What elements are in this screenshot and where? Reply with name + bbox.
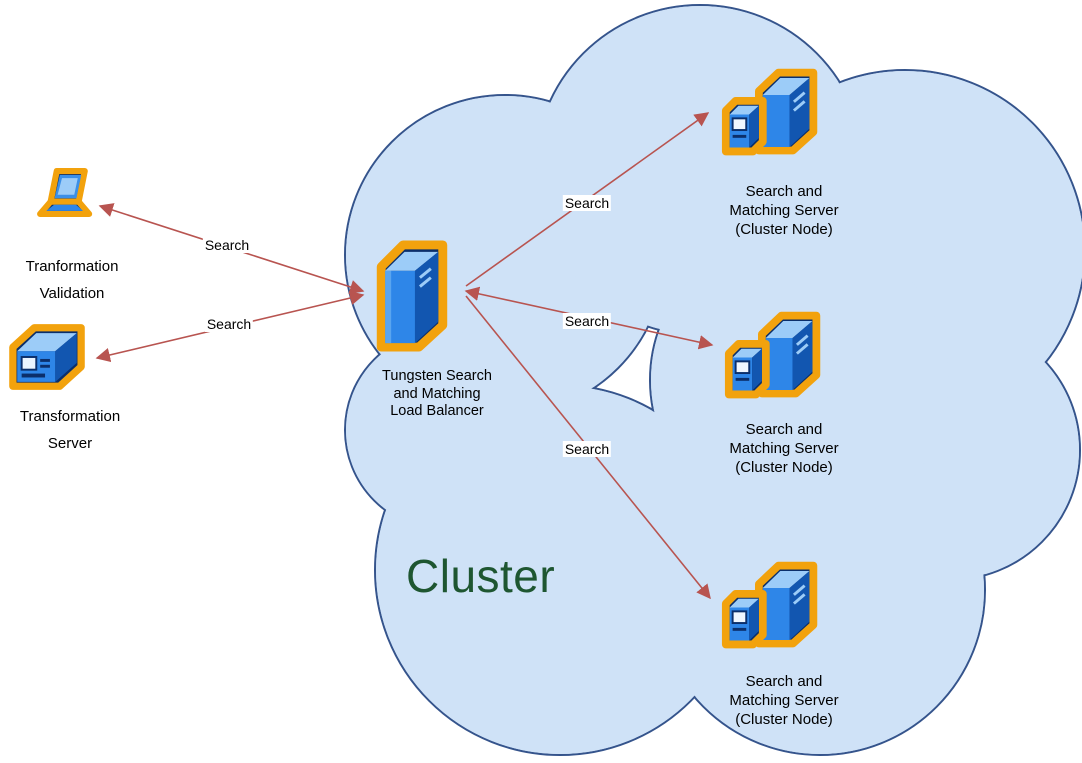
edge-label-search-4: Search bbox=[562, 313, 612, 329]
label-line: Search and bbox=[745, 673, 823, 690]
label-line: and Matching bbox=[393, 385, 481, 402]
label-line: Matching Server bbox=[729, 440, 839, 457]
load-balancer-label: Tungsten Search and Matching Load Balanc… bbox=[382, 368, 492, 421]
edge-label-search-1: Search bbox=[202, 237, 252, 253]
label-line: (Cluster Node) bbox=[735, 459, 833, 476]
cluster-node-3-icon bbox=[712, 553, 834, 660]
label-line: Tungsten Search bbox=[382, 368, 492, 384]
label-line: Search and bbox=[745, 183, 823, 200]
label-line: Transformation bbox=[19, 408, 121, 425]
label-line: Load Balancer bbox=[390, 403, 484, 419]
cluster-node-3-label: Search and Matching Server (Cluster Node… bbox=[729, 672, 838, 729]
cluster-node-1-icon bbox=[712, 60, 834, 167]
label-line: Validation bbox=[39, 285, 105, 302]
label-line: (Cluster Node) bbox=[735, 221, 833, 238]
transformation-server-label: Transformation Server bbox=[20, 403, 120, 457]
transformation-validation-label: Tranformation Validation bbox=[26, 253, 119, 307]
label-line: Tranformation bbox=[25, 258, 119, 275]
edge-label-search-3: Search bbox=[562, 195, 612, 211]
label-line: Server bbox=[47, 435, 93, 452]
label-line: Matching Server bbox=[729, 692, 839, 709]
laptop-icon bbox=[27, 164, 97, 242]
load-balancer-server-icon bbox=[367, 233, 457, 357]
label-line: (Cluster Node) bbox=[735, 711, 833, 728]
cluster-node-2-label: Search and Matching Server (Cluster Node… bbox=[729, 420, 838, 477]
label-line: Matching Server bbox=[729, 202, 839, 219]
edge-label-search-5: Search bbox=[562, 441, 612, 457]
cluster-node-1-label: Search and Matching Server (Cluster Node… bbox=[729, 182, 838, 239]
label-line: Search and bbox=[745, 421, 823, 438]
cluster-node-2-icon bbox=[715, 303, 837, 410]
edge-label-search-2: Search bbox=[204, 316, 254, 332]
cluster-title: Cluster bbox=[406, 550, 556, 602]
transformation-server-icon bbox=[3, 318, 91, 396]
